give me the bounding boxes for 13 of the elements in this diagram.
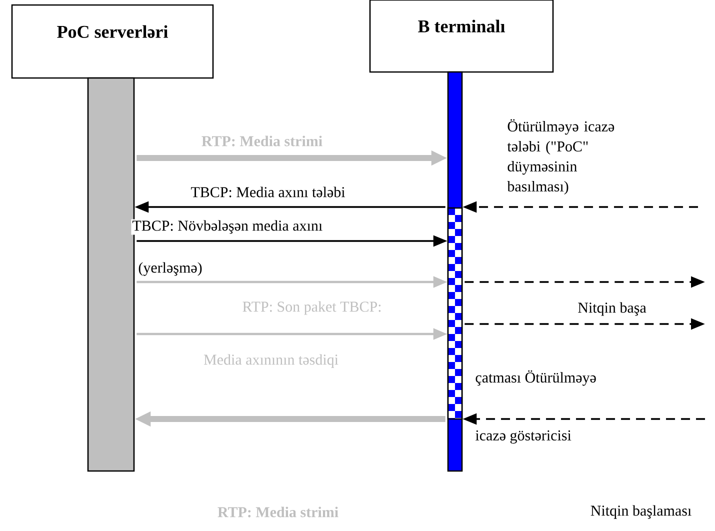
note-text: RTP: Media strimi [218, 506, 338, 518]
edge-label: TBCP: Media axını tələbi [190, 186, 346, 198]
note-text: Ötürülməyə icazə tələbi ("PoC" düyməsinin basılması) [507, 119, 614, 195]
note-text: Media axınının təsdiqi [204, 354, 338, 368]
note-text: Nitqin başa [578, 302, 646, 316]
edge-label: TBCP: Növbələşən media axını [131, 219, 324, 235]
edge-label: RTP: Media strimi [200, 134, 324, 148]
note-text: (yerləşmə) [138, 262, 202, 276]
note-text: icazə göstəricisi [476, 430, 572, 444]
note-text: Nitqin başlaması [590, 505, 692, 519]
participant-box: PoC serverləri [11, 4, 214, 79]
note-text: RTP: Son paket TBCP: [242, 301, 381, 315]
participant-box: B terminalı [369, 0, 554, 73]
